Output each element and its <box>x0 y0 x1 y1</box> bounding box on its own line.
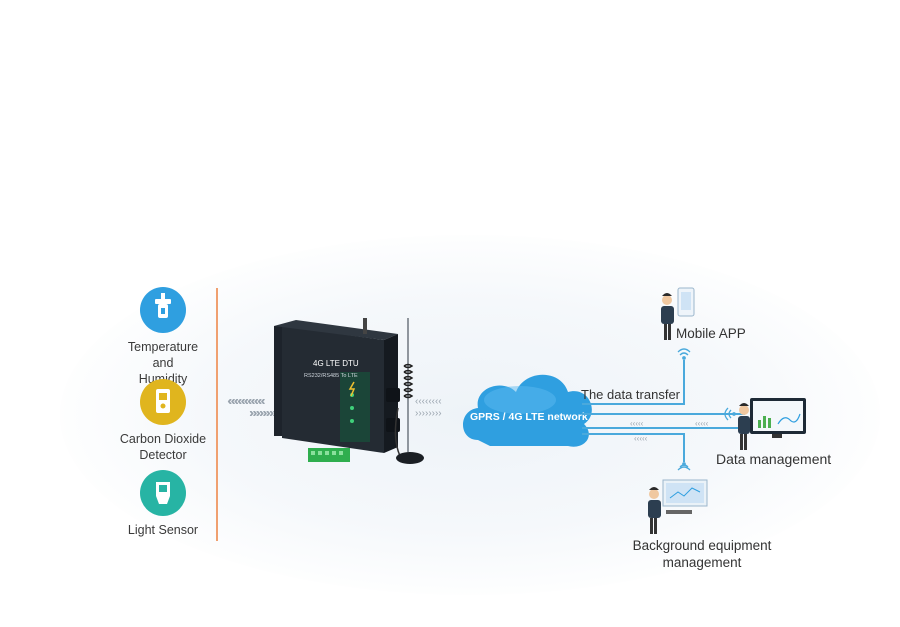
sensor-label-line1: Light Sensor <box>127 523 199 537</box>
light-sensor-icon <box>140 470 186 516</box>
svg-text:‹‹‹‹‹‹‹‹‹‹‹: ‹‹‹‹‹‹‹‹‹‹‹ <box>228 396 265 407</box>
sensor-label-line1: Carbon Dioxide <box>119 432 207 446</box>
sensor-co2-detector: Carbon Dioxide Detector <box>118 379 208 463</box>
mobile-app-person-icon <box>661 287 695 340</box>
cloud-icon <box>463 374 592 447</box>
background-equipment-line1: Background equipment <box>632 538 772 553</box>
antenna-icon <box>394 318 424 464</box>
sensor-label-line1: Temperature and <box>127 340 199 370</box>
svg-text:‹‹‹‹‹: ‹‹‹‹‹ <box>695 419 709 428</box>
sensor-label-line2: Detector <box>139 448 187 462</box>
data-management-label: Data management <box>716 451 832 467</box>
connection-lines <box>582 360 745 462</box>
device-title: 4G LTE DTU <box>313 359 359 368</box>
sensor-divider <box>216 288 218 541</box>
background-equipment-person-icon <box>648 479 708 534</box>
device-subtitle: RS232/RS485 To LTE <box>304 373 358 379</box>
mobile-app-label: Mobile APP <box>676 326 746 341</box>
data-management-person-icon <box>738 398 806 450</box>
connection-arrows: ‹‹‹‹‹ ‹‹‹‹‹ ‹‹‹‹‹ <box>630 419 709 443</box>
arrows-device-to-cloud: ‹‹‹‹‹‹‹‹ <box>415 396 442 407</box>
svg-text:‹‹‹‹‹: ‹‹‹‹‹ <box>630 419 644 428</box>
cloud-label: GPRS / 4G LTE network <box>470 411 588 423</box>
dtu-device <box>274 318 400 462</box>
thermometer-icon <box>140 287 186 333</box>
svg-text:››››››››: ›››››››› <box>415 408 442 419</box>
arrows-sensor-to-device: ‹‹‹‹‹‹‹‹‹‹‹ ›››››››› <box>228 396 278 420</box>
background-equipment-line2: management <box>662 555 742 570</box>
svg-text:››››››››: ›››››››› <box>250 408 277 419</box>
sensor-light: Light Sensor <box>118 470 208 538</box>
background-equipment-label: Background equipment management <box>612 537 792 571</box>
transfer-label: The data transfer <box>581 387 680 402</box>
co2-detector-icon <box>140 379 186 425</box>
wifi-signal-icon <box>677 348 736 471</box>
svg-text:‹‹‹‹‹: ‹‹‹‹‹ <box>634 434 648 443</box>
